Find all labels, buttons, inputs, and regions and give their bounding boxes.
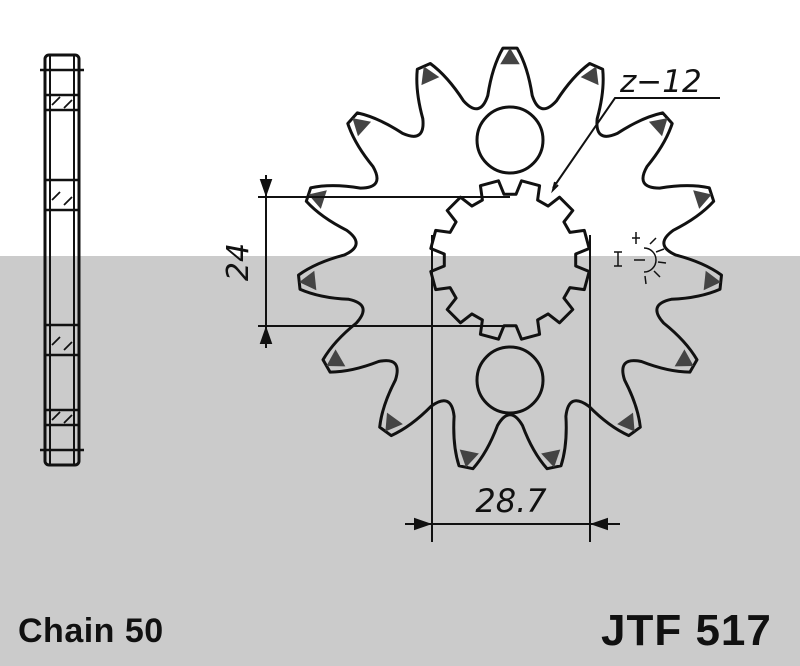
part-number: JTF 517 xyxy=(601,606,772,655)
height-dimension xyxy=(258,175,510,348)
tooth-tip-mark xyxy=(500,48,520,65)
tooth-tip-marks xyxy=(299,48,721,468)
tooth-tip-mark xyxy=(541,449,561,468)
upper-lightening-hole xyxy=(475,105,545,175)
outer-gear-profile xyxy=(297,46,723,471)
teeth-count-label: z−12 xyxy=(619,64,702,100)
tooth-tip-mark xyxy=(703,270,721,291)
tooth-tip-mark xyxy=(352,118,372,137)
width-dimension xyxy=(405,235,620,542)
tooth-tip-mark xyxy=(421,66,440,86)
teeth-callout-leader xyxy=(551,97,720,194)
front-view xyxy=(297,46,723,471)
chain-label: Chain 50 xyxy=(18,612,164,650)
tooth-tip-mark xyxy=(308,190,327,209)
rotation-symbol-icon xyxy=(614,232,667,285)
lower-lightening-hole xyxy=(475,345,545,415)
tooth-tip-mark xyxy=(299,270,317,291)
tooth-tip-mark xyxy=(648,118,668,137)
side-view xyxy=(40,53,84,467)
tooth-tip-mark xyxy=(326,349,346,367)
tooth-tip-mark xyxy=(459,449,479,468)
dimension-width-label: 28.7 xyxy=(475,482,547,520)
tooth-tip-mark xyxy=(674,349,694,367)
tooth-tip-mark xyxy=(580,66,599,86)
inner-spline-profile xyxy=(429,179,591,341)
tooth-tip-mark xyxy=(385,412,403,432)
tooth-tip-mark xyxy=(693,190,712,209)
tooth-tip-mark xyxy=(617,412,635,432)
dimension-height-label: 24 xyxy=(221,243,256,281)
